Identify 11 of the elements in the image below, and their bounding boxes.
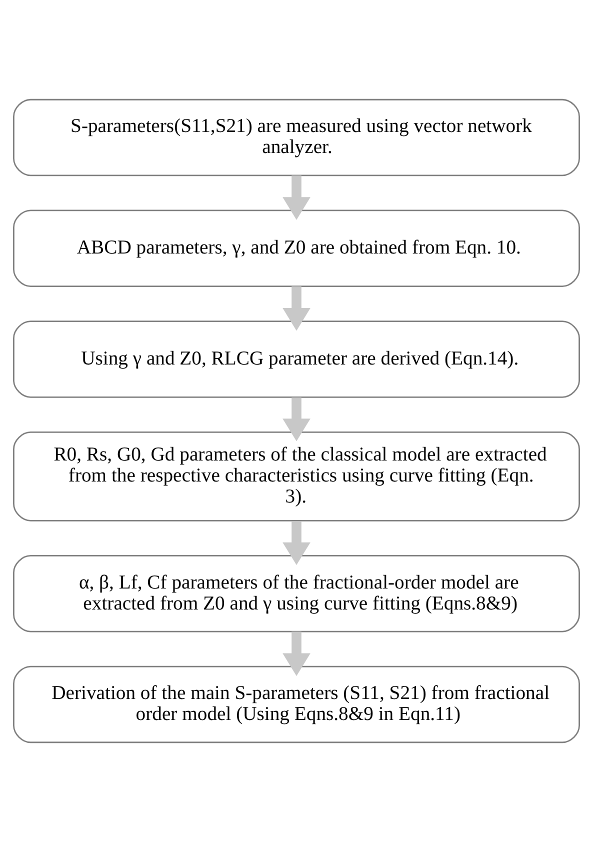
node-box: R0, Rs, G0, Gd parameters of the classical model are extracted from the respective characteristics using curve fitting (Eqn. 3). bbox=[13, 431, 580, 521]
arrow bbox=[282, 286, 310, 330]
node-box: α, β, Lf, Cf parameters of the fractional-order model are extracted from Z0 and γ using curve fitting (Eqns.8&9) bbox=[13, 554, 580, 632]
arrow bbox=[282, 631, 310, 676]
node-box: Derivation of the main S-parameters (S11, S21) from fractional order model (Using Eqns.8&9 in Eqn.11) bbox=[13, 665, 580, 743]
node-box: Using γ and Z0, RLCG parameter are derived (Eqn.14). bbox=[13, 320, 580, 398]
arrow bbox=[282, 175, 310, 220]
node-box: S-parameters(S11,S21) are measured using vector network analyzer. bbox=[13, 98, 580, 176]
arrow bbox=[282, 396, 310, 441]
node-box: ABCD parameters, γ, and Z0 are obtained from Eqn. 10. bbox=[13, 209, 580, 286]
arrow bbox=[282, 520, 310, 565]
